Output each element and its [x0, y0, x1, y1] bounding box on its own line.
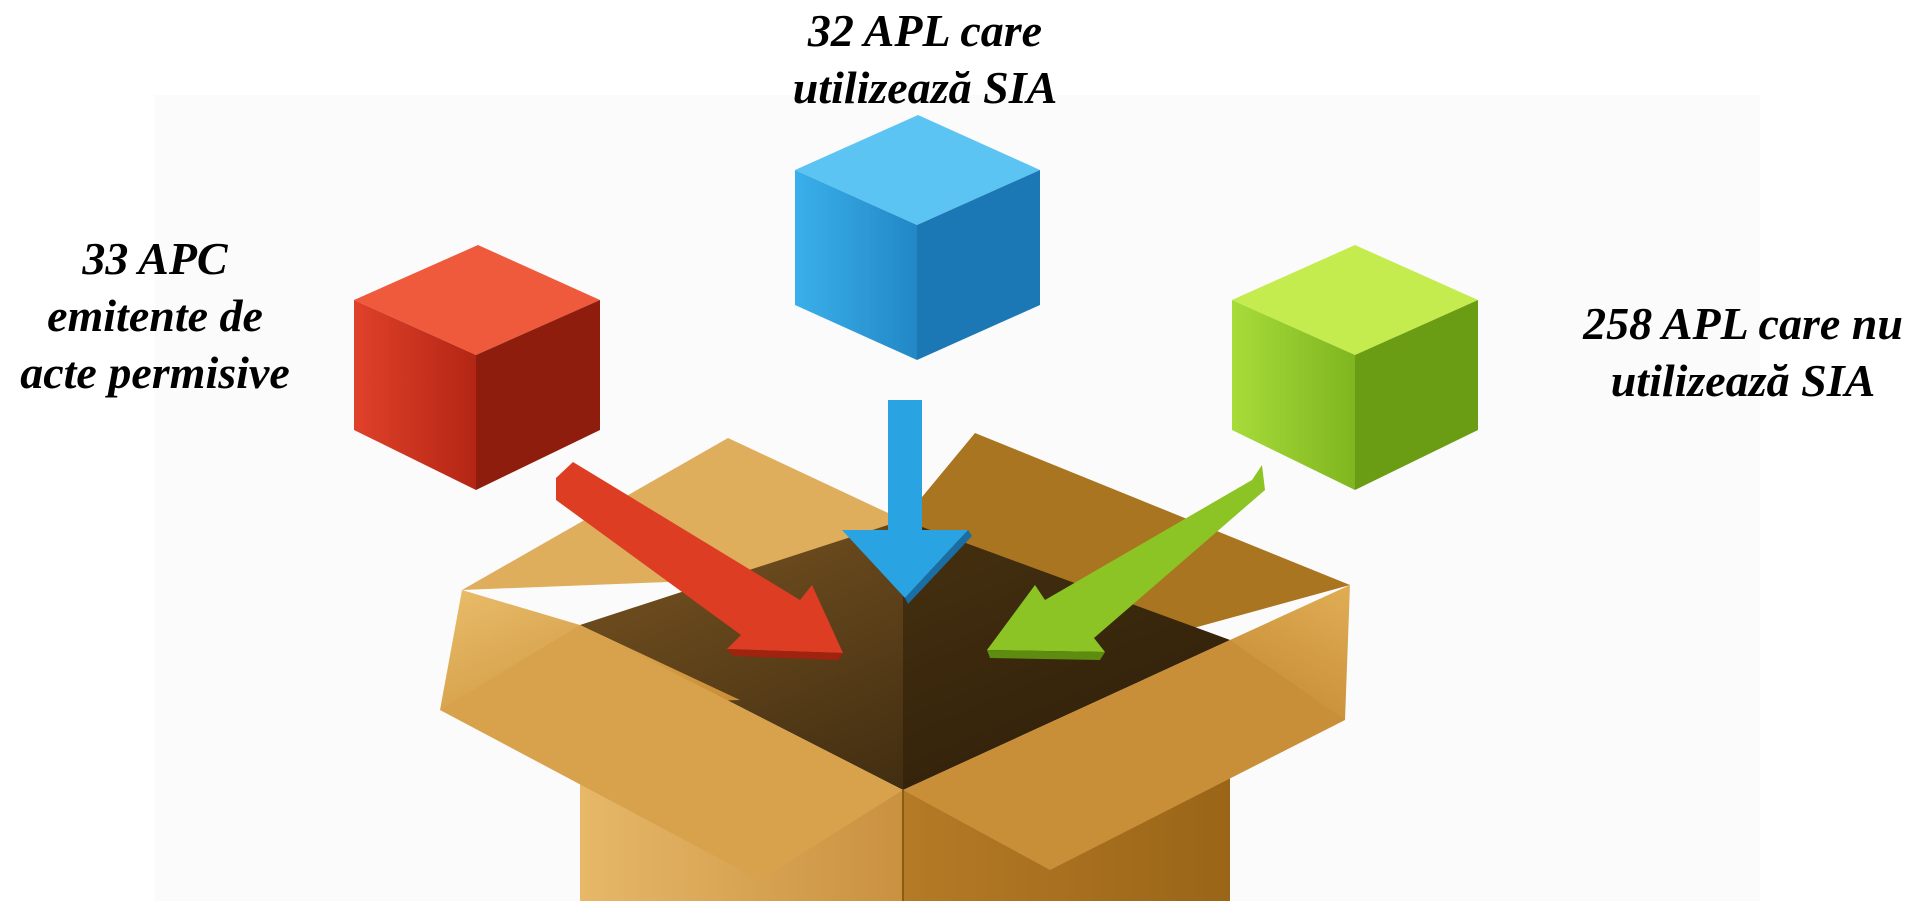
- blue-label-line-2: utilizează SIA: [792, 62, 1058, 113]
- green-arrow-icon: [987, 465, 1265, 660]
- box-back-right-flap: [903, 433, 1350, 640]
- box-front-right-flap: [903, 640, 1345, 870]
- blue-arrow-icon: [842, 400, 972, 604]
- green-label-line-2: utilizează SIA: [1610, 355, 1876, 406]
- box-back-left-flap: [462, 438, 903, 590]
- red-label-line-1: 33 APC: [82, 233, 228, 284]
- green-cube-icon: [1232, 245, 1478, 490]
- green-cube-label: 258 APL care nu utilizează SIA: [1570, 295, 1916, 409]
- red-arrow-icon: [556, 462, 843, 660]
- box-front-left-flap: [440, 625, 903, 880]
- red-label-line-2: emitente de: [47, 290, 263, 341]
- blue-label-line-1: 32 APL care: [807, 5, 1043, 56]
- blue-cube-icon: [795, 115, 1040, 360]
- red-cube-icon: [354, 245, 600, 490]
- blue-cube-label: 32 APL care utilizează SIA: [760, 2, 1090, 116]
- red-label-line-3: acte permisive: [20, 347, 290, 398]
- red-cube-label: 33 APC emitente de acte permisive: [0, 230, 310, 401]
- green-label-line-1: 258 APL care nu: [1583, 298, 1903, 349]
